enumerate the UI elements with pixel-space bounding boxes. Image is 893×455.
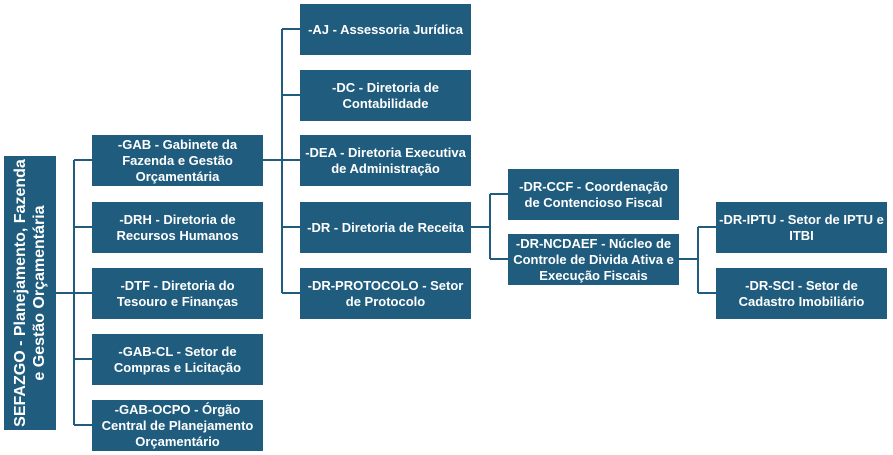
node-dr: -DR - Diretoria de Receita <box>300 202 471 253</box>
node-dc: -DC - Diretoria de Contabilidade <box>300 70 471 121</box>
node-dr-iptu: -DR-IPTU - Setor de IPTU e ITBI <box>716 202 887 253</box>
node-drh: -DRH - Diretoria de Recursos Humanos <box>92 202 263 253</box>
node-gab: -GAB - Gabinete da Fazenda e Gestão Orça… <box>92 135 263 186</box>
node-dr-sci: -DR-SCI - Setor de Cadastro Imobiliário <box>716 268 887 319</box>
root-node-label: SEFAZGO - Planejamento, Fazenda e Gestão… <box>12 159 48 427</box>
node-dr-protocolo: -DR-PROTOCOLO - Setor de Protocolo <box>300 268 471 319</box>
node-gab-cl: -GAB-CL - Setor de Compras e Licitação <box>92 334 263 385</box>
node-gab-ocpo: -GAB-OCPO - Órgão Central de Planejament… <box>92 400 263 451</box>
node-aj: -AJ - Assessoria Jurídica <box>300 4 471 55</box>
node-dr-ncdaef: -DR-NCDAEF - Núcleo de Controle de Divid… <box>508 234 679 285</box>
node-dtf: -DTF - Diretoria do Tesouro e Finanças <box>92 268 263 319</box>
node-dr-ccf: -DR-CCF - Coordenação de Contencioso Fis… <box>508 169 679 220</box>
root-node <box>4 156 56 430</box>
node-dea: -DEA - Diretoria Executiva de Administra… <box>300 135 471 186</box>
